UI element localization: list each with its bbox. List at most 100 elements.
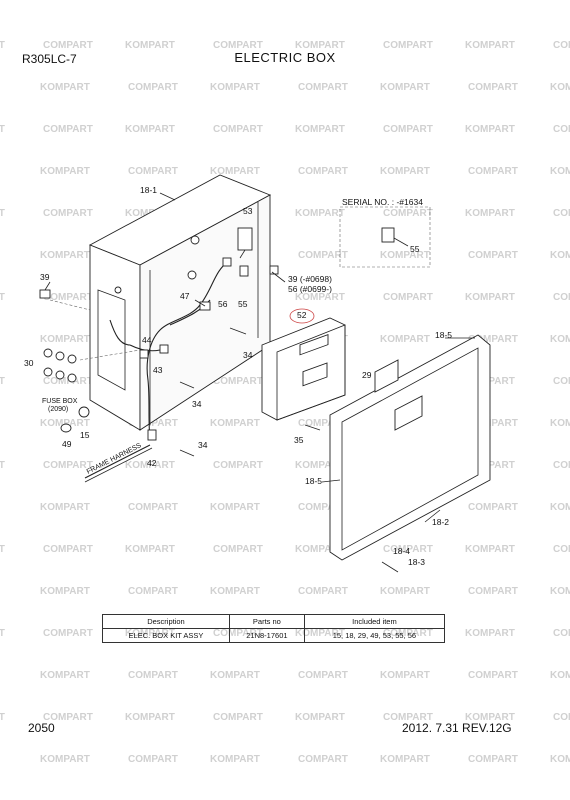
watermark-text: COMPART <box>553 376 570 387</box>
watermark-text: COMPART <box>298 502 348 513</box>
watermark-text: KOMPART <box>210 586 260 597</box>
callout-c18-3: 18-3 <box>408 557 425 567</box>
watermark-text: KOMPART <box>465 292 515 303</box>
watermark-text: KOMPART <box>210 82 260 93</box>
serial-inset <box>339 206 431 268</box>
watermark-text: COMPART <box>383 544 433 555</box>
watermark-text: KOMPART <box>550 586 570 597</box>
watermark-text: KOMPART <box>40 334 90 345</box>
electric-box-housing <box>88 174 272 431</box>
watermark-text: COMPART <box>468 754 518 765</box>
callout-c47: 47 <box>180 291 190 301</box>
watermark-text: COMPART <box>213 544 263 555</box>
watermark-text: COMPART <box>468 586 518 597</box>
watermark-text: KOMPART <box>0 460 5 471</box>
watermark-text: COMPART <box>553 124 570 135</box>
watermark-text: COMPART <box>128 586 178 597</box>
watermark-text: KOMPART <box>465 544 515 555</box>
callout-c55b: 55 <box>410 244 420 254</box>
cell-parts-no: 21N8-17601 <box>228 628 305 643</box>
watermark-text: KOMPART <box>40 502 90 513</box>
watermark-text: KOMPART <box>295 292 345 303</box>
callout-c44: 44 <box>142 335 152 345</box>
watermark-text: KOMPART <box>210 754 260 765</box>
watermark-text: KOMPART <box>40 586 90 597</box>
callout-c18-1: 18-1 <box>140 185 157 195</box>
watermark-text: KOMPART <box>40 670 90 681</box>
callout-c43: 43 <box>153 365 163 375</box>
watermark-text: KOMPART <box>380 250 430 261</box>
watermark-text: KOMPART <box>465 124 515 135</box>
table-row: ELEC. BOX KIT ASSY 21N8-17601 15, 18, 29… <box>102 628 446 643</box>
callout-c56: 56 <box>218 299 228 309</box>
watermark-text: KOMPART <box>550 334 570 345</box>
watermark-text: COMPART <box>383 40 433 51</box>
col-included-item: Included item <box>303 614 446 629</box>
watermark-text: COMPART <box>298 586 348 597</box>
watermark-text: KOMPART <box>295 712 345 723</box>
watermark-text: KOMPART <box>210 502 260 513</box>
watermark-text: COMPART <box>468 418 518 429</box>
watermark-text: COMPART <box>553 712 570 723</box>
watermark-text: COMPART <box>43 376 93 387</box>
callout-c39: 39 <box>40 272 50 282</box>
callout-c30: 30 <box>24 358 34 368</box>
callout-fuse-box: FUSE BOX <box>42 398 78 405</box>
watermark-text: KOMPART <box>0 376 5 387</box>
watermark-text: COMPART <box>43 292 93 303</box>
watermark-text: COMPART <box>298 670 348 681</box>
watermark-text: COMPART <box>128 670 178 681</box>
watermark-text: KOMPART <box>0 628 5 639</box>
relay-53 <box>237 227 253 259</box>
col-parts-no: Parts no <box>228 614 305 629</box>
table-header-row: Description Parts no Included item <box>102 614 446 629</box>
cell-included-item: 15, 18, 29, 49, 53, 55, 56 <box>303 628 446 643</box>
watermark-text: COMPART <box>43 544 93 555</box>
watermark-text: COMPART <box>298 250 348 261</box>
watermark-text: KOMPART <box>550 166 570 177</box>
page-title: ELECTRIC BOX <box>234 50 336 65</box>
watermark-text: COMPART <box>553 40 570 51</box>
callout-c18-5: 18-5 <box>435 330 452 340</box>
watermark-text: COMPART <box>383 124 433 135</box>
watermark-text: KOMPART <box>295 460 345 471</box>
watermark-text: COMPART <box>43 628 93 639</box>
watermark-text: KOMPART <box>465 712 515 723</box>
watermark-text: KOMPART <box>550 250 570 261</box>
watermark-text: KOMPART <box>550 502 570 513</box>
watermark-text: KOMPART <box>550 754 570 765</box>
callout-c35: 35 <box>294 435 304 445</box>
cover-panel <box>329 334 491 561</box>
watermark-text: KOMPART <box>295 208 345 219</box>
watermark-text: KOMPART <box>40 418 90 429</box>
watermark-text: COMPART <box>553 208 570 219</box>
callout-c18-4: 18-4 <box>393 546 410 556</box>
watermark-text: COMPART <box>553 292 570 303</box>
watermark-text: COMPART <box>383 208 433 219</box>
page-number: 2050 <box>28 721 55 735</box>
watermark-text: KOMPART <box>40 166 90 177</box>
watermark-text: KOMPART <box>210 670 260 681</box>
watermark-text: COMPART <box>383 712 433 723</box>
watermark-text: KOMPART <box>40 82 90 93</box>
watermark-text: KOMPART <box>295 544 345 555</box>
watermark-text: KOMPART <box>465 40 515 51</box>
watermark-text: KOMPART <box>125 712 175 723</box>
callout-c53: 53 <box>243 206 253 216</box>
watermark-text: KOMPART <box>0 208 5 219</box>
watermark-text: KOMPART <box>210 418 260 429</box>
leader-lines <box>44 192 475 523</box>
watermark-text: KOMPART <box>125 460 175 471</box>
callout-c49: 49 <box>62 439 72 449</box>
watermark-text: KOMPART <box>550 670 570 681</box>
watermark-text: KOMPART <box>465 208 515 219</box>
watermark-text: COMPART <box>128 166 178 177</box>
watermark-text: COMPART <box>213 712 263 723</box>
watermark-text: COMPART <box>553 628 570 639</box>
callout-c34c: 34 <box>198 440 208 450</box>
watermark-text: KOMPART <box>380 670 430 681</box>
watermark-text: COMPART <box>43 40 93 51</box>
watermark-text: COMPART <box>468 166 518 177</box>
watermark-text: COMPART <box>213 460 263 471</box>
